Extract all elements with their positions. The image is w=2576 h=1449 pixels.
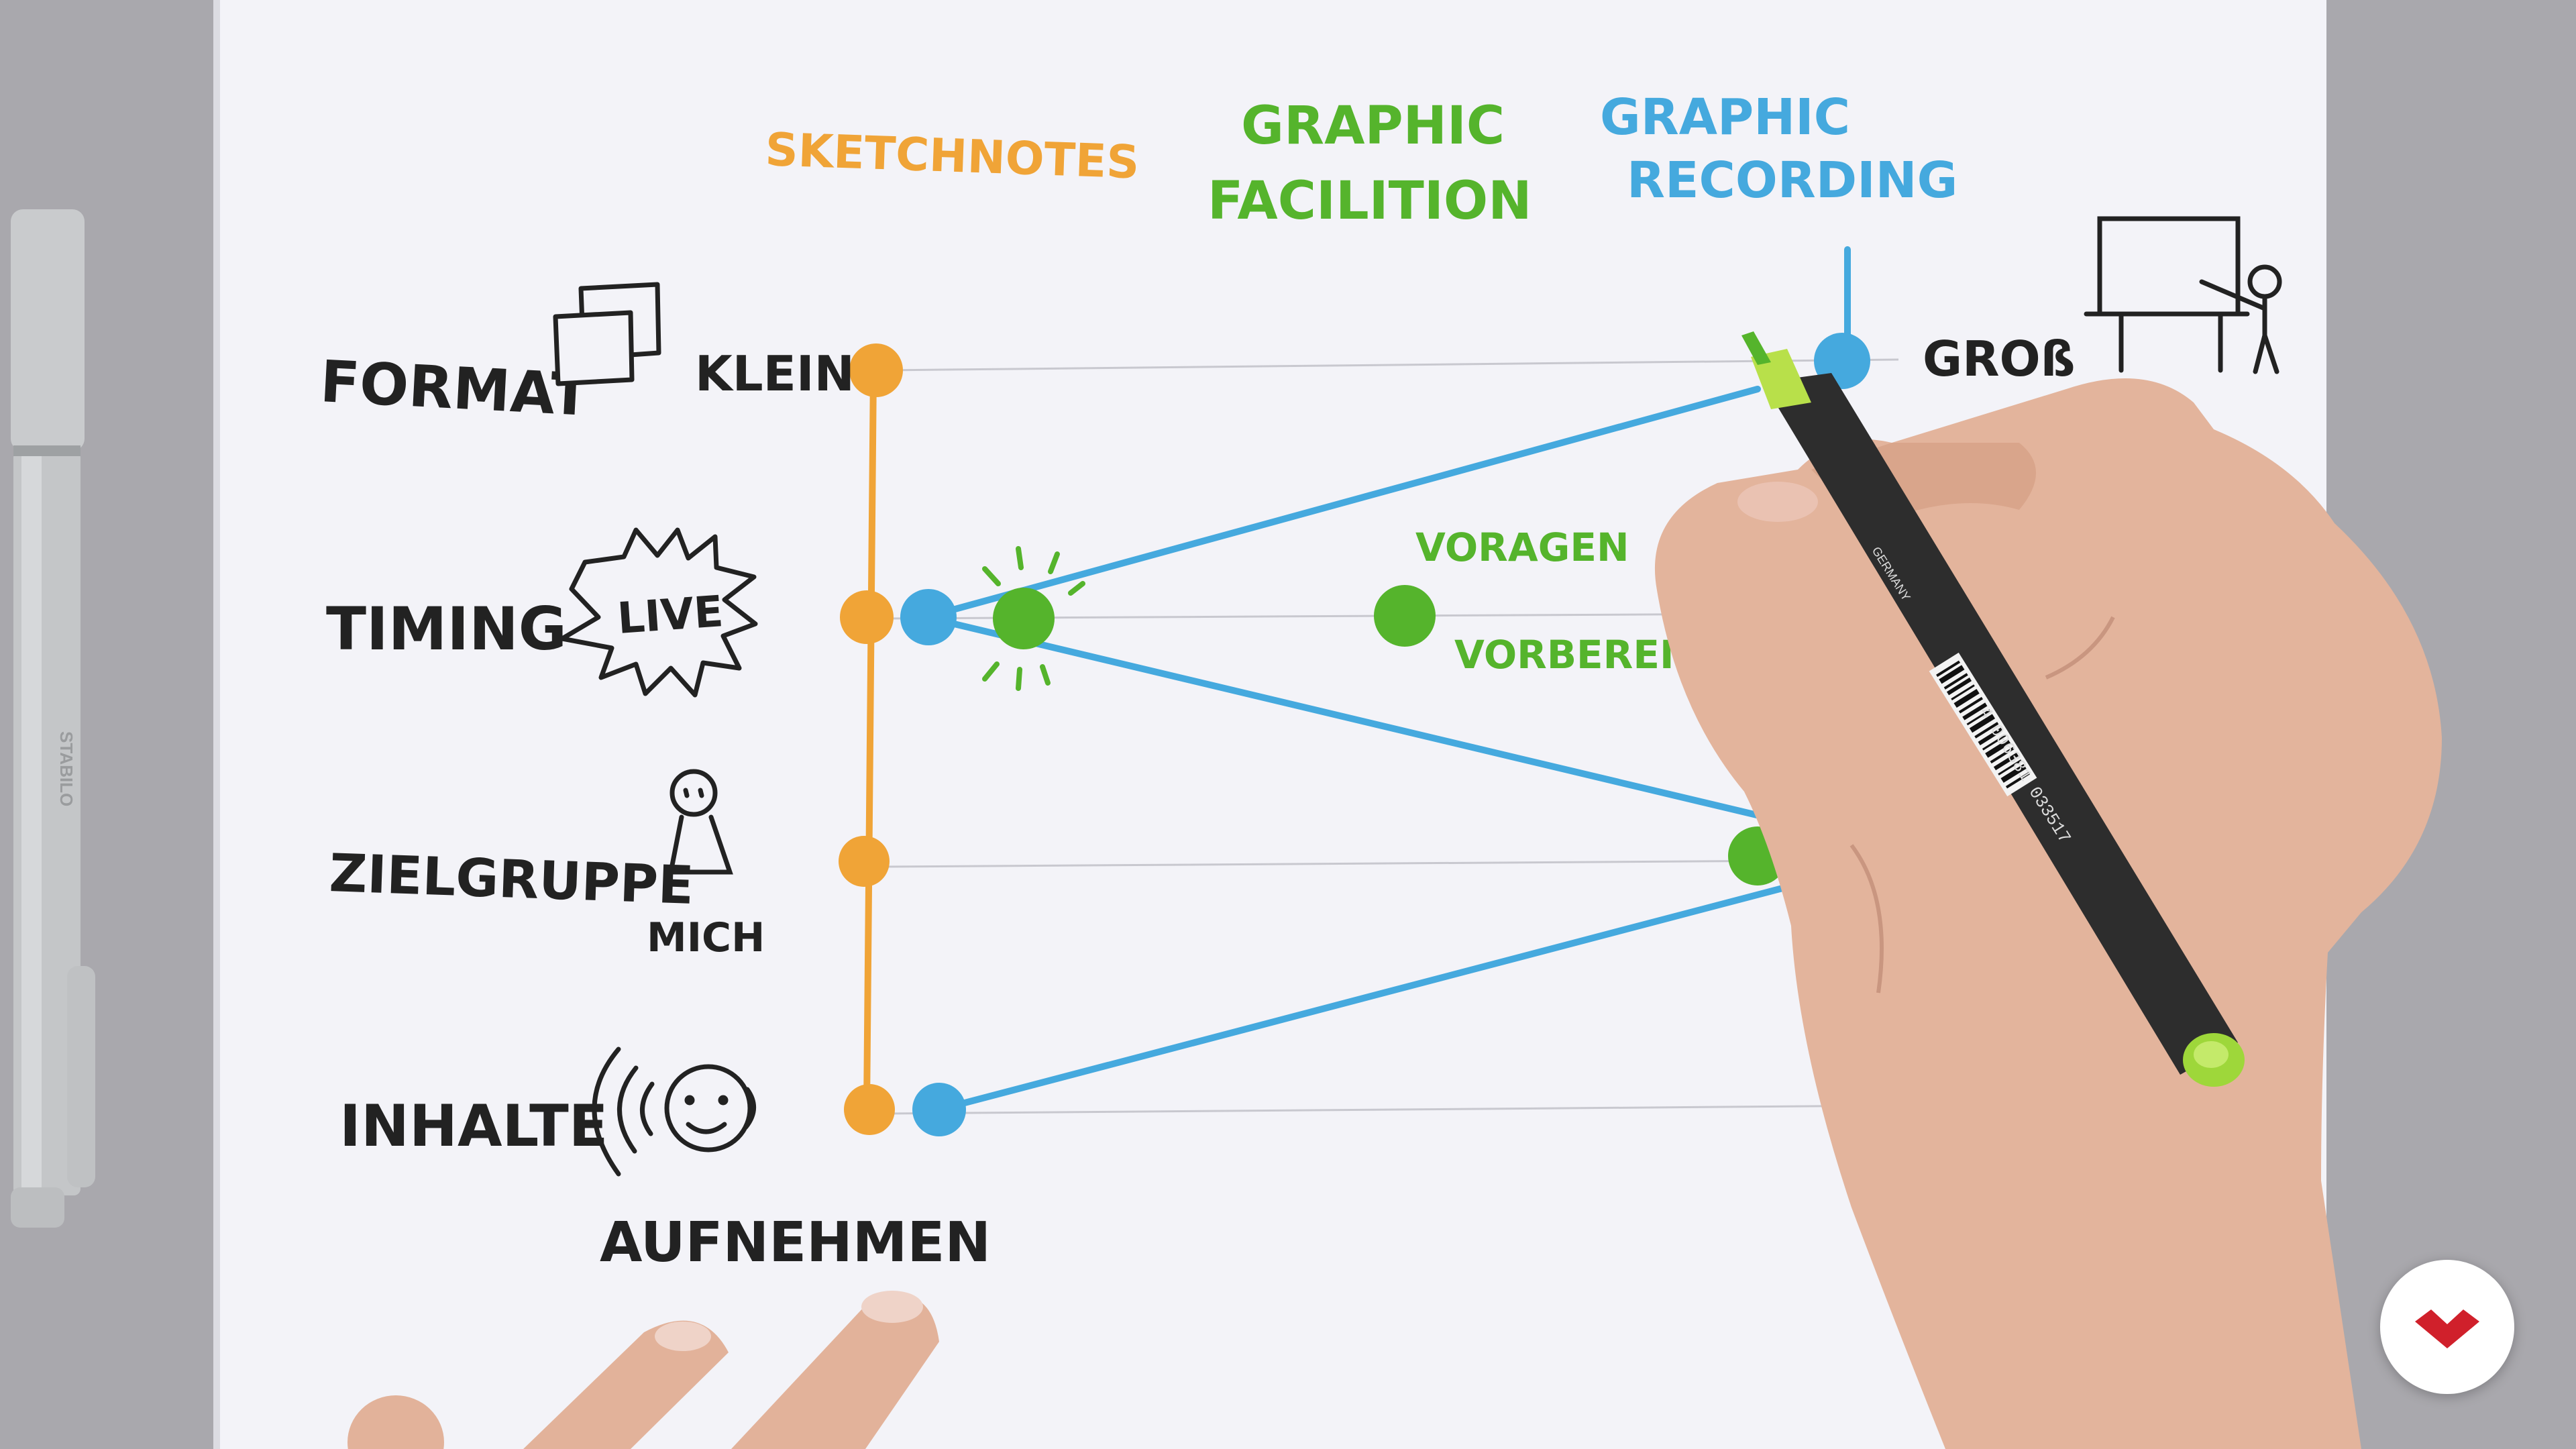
header-graphic-facilitation-1: GRAPHIC xyxy=(1241,96,1505,156)
header-graphic-recording-1: GRAPHIC xyxy=(1600,89,1850,146)
label-live: LIVE xyxy=(616,587,725,644)
header-sketchnotes: SKETCHNOTES xyxy=(764,123,1140,189)
brand-logo-badge[interactable] xyxy=(2380,1260,2514,1394)
person-doodle xyxy=(667,769,733,875)
mountain-logo-icon xyxy=(2415,1309,2479,1348)
paper-sheets-doodle xyxy=(553,282,661,386)
label-gross: GROß xyxy=(1923,331,2076,387)
sketchnotes-axis xyxy=(863,367,877,1112)
listening-face-doodle xyxy=(592,1046,756,1177)
label-aufnehmen: AUFNEHMEN xyxy=(600,1211,991,1275)
label-zielgruppe: ZIELGRUPPE xyxy=(328,843,694,916)
left-pen: STABILO xyxy=(11,209,95,1228)
label-klein: KLEIN xyxy=(695,345,855,402)
label-timing: TIMING xyxy=(326,594,567,663)
fingertips-bottom xyxy=(347,1291,939,1449)
black-marker-pen: 4 006381 033517 GERMANY xyxy=(1741,331,2245,1087)
live-spark-marks xyxy=(982,546,1085,691)
label-inhalte: INHALTE xyxy=(339,1093,608,1160)
note-vorlagen: VORAGEN xyxy=(1415,525,1629,570)
label-format: FORMAT xyxy=(319,348,592,429)
left-pen-brand: STABILO xyxy=(56,731,76,806)
flipchart-presenter-doodle xyxy=(2084,216,2282,374)
recording-lines xyxy=(922,246,1851,1113)
live-burst-doodle xyxy=(559,527,758,698)
header-graphic-facilitation-2: FACILITION xyxy=(1208,171,1532,231)
label-mich: MICH xyxy=(647,914,765,961)
sketchnotes-dots xyxy=(839,343,903,1135)
header-graphic-recording-2: RECORDING xyxy=(1627,152,1957,209)
